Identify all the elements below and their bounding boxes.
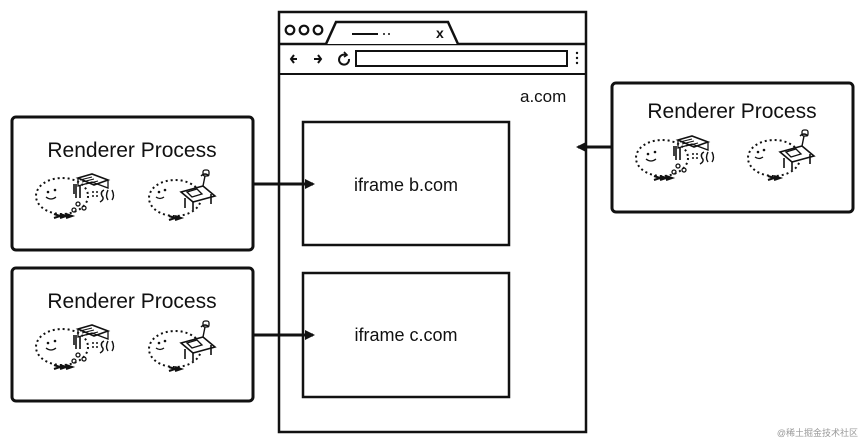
window-controls[interactable]: [284, 24, 324, 36]
renderer-process-b: Renderer Process: [10, 115, 255, 252]
renderer-process-a: Renderer Process: [610, 81, 855, 214]
address-bar[interactable]: [355, 50, 568, 67]
menu-dots-icon[interactable]: [575, 51, 579, 65]
iframe-c: iframe c.com: [301, 271, 511, 399]
iframe-b-label: iframe b.com: [354, 175, 458, 195]
iframe-b: iframe b.com: [301, 120, 511, 247]
renderer-process-title: Renderer Process: [47, 139, 216, 162]
browser-tab[interactable]: x: [324, 20, 460, 45]
browser-toolbar: [289, 50, 579, 67]
renderer-process-title: Renderer Process: [47, 290, 216, 313]
back-arrow-icon[interactable]: [289, 54, 297, 64]
iframe-c-label: iframe c.com: [354, 325, 457, 345]
renderer-process-title: Renderer Process: [647, 100, 816, 123]
tab-close-icon[interactable]: x: [436, 25, 444, 41]
watermark: @稀土掘金技术社区: [777, 427, 858, 438]
forward-arrow-icon[interactable]: [314, 54, 323, 64]
reload-icon[interactable]: [338, 51, 351, 66]
renderer-process-c: Renderer Process: [10, 266, 255, 403]
site-label: a.com: [520, 87, 566, 106]
